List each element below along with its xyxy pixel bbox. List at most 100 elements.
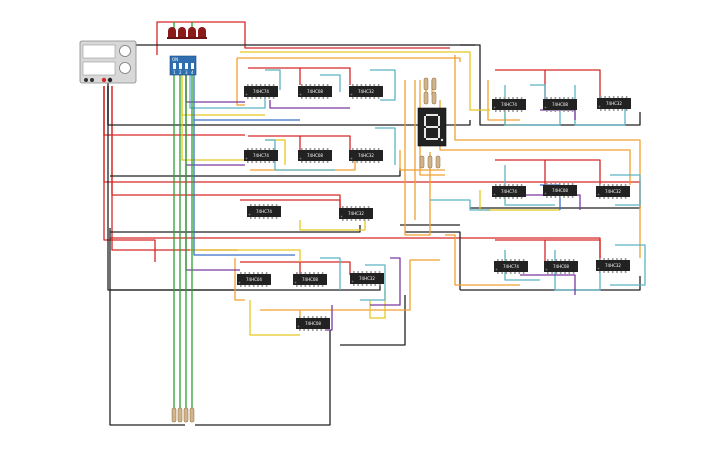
dip-switch[interactable]: ON 1 2 3 4	[169, 55, 197, 76]
chip-pin	[611, 184, 614, 186]
chip-pin	[624, 258, 627, 260]
wire-black	[340, 295, 406, 346]
chip-pin	[567, 183, 570, 185]
chip-pin	[309, 161, 312, 163]
chip-pin	[271, 204, 274, 206]
chip-label: 74HC08	[552, 188, 568, 193]
chip-body	[293, 274, 327, 285]
chip-body	[543, 185, 577, 196]
resistor-icon	[171, 407, 177, 423]
chip-pin	[503, 110, 506, 112]
chip-body	[247, 206, 281, 217]
wire-red	[110, 237, 601, 258]
chip-pin	[377, 84, 380, 86]
logic-chip: 74HC32	[349, 84, 383, 99]
resistor-icon	[423, 91, 429, 105]
chip-notch	[495, 268, 498, 271]
wire-red	[156, 21, 450, 55]
chip-pin	[360, 161, 363, 163]
chip-pin	[304, 285, 307, 287]
chip-pin	[261, 285, 264, 287]
chip-pin	[507, 97, 510, 99]
wire-black	[110, 168, 401, 177]
chip-body	[596, 260, 630, 271]
wire-black	[460, 44, 641, 126]
chip-pin	[567, 97, 570, 99]
chip-label: 74HC74	[501, 102, 517, 107]
chip-pin	[550, 183, 552, 185]
chip-pin	[516, 110, 519, 112]
chip-label: 74HC32	[358, 89, 374, 94]
chip-pin	[558, 97, 561, 99]
chip-pin	[350, 206, 353, 208]
chip-pin	[251, 84, 253, 86]
chip-notch	[598, 105, 601, 108]
chip-pin	[558, 183, 561, 185]
chip-pin	[346, 206, 348, 208]
chip-pin	[247, 161, 249, 163]
chip-pin	[350, 219, 353, 221]
wire-yellow	[190, 249, 301, 262]
chip-pin	[377, 148, 380, 150]
chip-pin	[512, 197, 514, 199]
chip-pin	[611, 271, 614, 273]
wire-teal	[504, 250, 540, 281]
chip-pin	[564, 259, 566, 261]
chip-pin	[546, 97, 548, 99]
chip-pin	[378, 271, 381, 273]
chip-pin	[563, 110, 565, 112]
chip-notch	[544, 106, 547, 109]
chip-pin	[495, 197, 497, 199]
chip-pin	[364, 84, 367, 86]
chip-body	[492, 186, 526, 197]
chip-pin	[522, 272, 525, 274]
segment-g	[426, 126, 438, 128]
chip-pin	[265, 285, 268, 287]
chip-label: 74HC08	[553, 264, 569, 269]
resistor-icon	[423, 77, 429, 91]
chip-pin	[620, 197, 623, 199]
chip-pin	[261, 272, 264, 274]
chip-pin	[547, 272, 549, 274]
chip-pin	[324, 316, 327, 318]
chip-pin	[567, 196, 570, 198]
chip-pin	[369, 84, 371, 86]
chip-pin	[272, 161, 275, 163]
wire-purple	[540, 109, 576, 120]
chip-pin	[264, 97, 266, 99]
chip-pin	[499, 97, 501, 99]
logic-chip: 74HC74	[244, 84, 278, 99]
chip-pin	[607, 271, 610, 273]
chip-pin	[495, 110, 497, 112]
chip-pin	[244, 285, 246, 287]
chip-pin	[554, 97, 557, 99]
wire-teal	[504, 165, 555, 206]
chip-pin	[554, 110, 557, 112]
wire-orange	[260, 259, 440, 311]
chip-body	[237, 274, 271, 285]
chip-pin	[559, 272, 562, 274]
chip-pin	[564, 272, 566, 274]
chip-pin	[321, 272, 324, 274]
chip-pin	[268, 148, 271, 150]
chip-notch	[597, 267, 600, 270]
chip-notch	[597, 193, 600, 196]
chip-pin	[251, 97, 253, 99]
chip-body	[494, 261, 528, 272]
chip-pin	[616, 184, 618, 186]
chip-pin	[252, 285, 255, 287]
chip-pin	[353, 284, 355, 286]
chip-label: 74HC32	[348, 211, 364, 216]
logic-chip: 74HC08	[544, 259, 578, 274]
segment-f	[424, 116, 426, 126]
chip-pin	[303, 316, 305, 318]
chip-pin	[607, 258, 610, 260]
led-icon	[167, 27, 177, 39]
chip-notch	[493, 193, 496, 196]
chip-pin	[305, 148, 307, 150]
chip-pin	[313, 97, 316, 99]
chip-notch	[248, 213, 251, 216]
chip-label: 74HC32	[606, 101, 622, 106]
chip-pin	[254, 217, 256, 219]
chip-pin	[342, 219, 344, 221]
